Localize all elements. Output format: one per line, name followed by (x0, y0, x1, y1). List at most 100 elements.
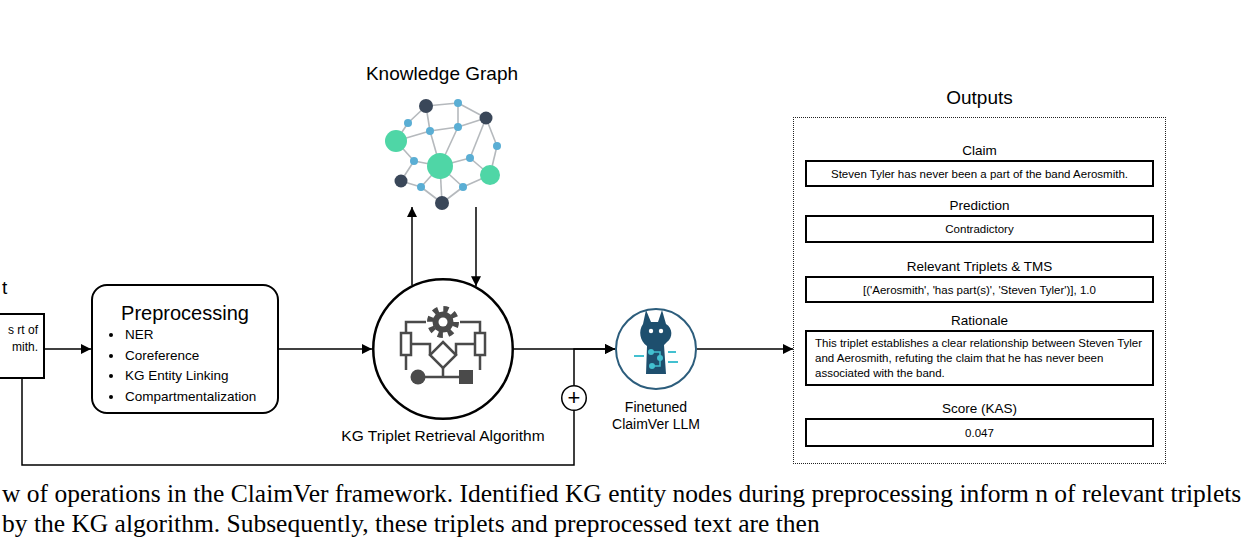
graph-edge (490, 146, 497, 175)
graph-node (395, 175, 408, 188)
graph-edge (440, 158, 470, 166)
field-heading: Rationale (951, 313, 1008, 328)
graph-edge (440, 127, 458, 166)
graph-node (426, 127, 434, 135)
circuit-line (634, 352, 678, 362)
graph-edge (442, 187, 463, 203)
graph-edge (440, 166, 463, 187)
graph-edge (396, 131, 430, 141)
panel-title: Outputs (946, 87, 1013, 109)
graph-node (417, 183, 425, 191)
flow-arrow (279, 348, 372, 350)
flow-arrow (411, 207, 413, 285)
output-field: PredictionContradictory (805, 215, 1154, 243)
flow-arrow (45, 348, 91, 350)
circuit-line (651, 352, 660, 366)
field-heading: Relevant Triplets & TMS (907, 259, 1052, 274)
flow-line (406, 344, 480, 377)
graph-node (435, 196, 449, 210)
graph-edge (458, 103, 486, 118)
circle-label: Finetuned ClaimVer LLM (601, 399, 711, 433)
circle-label: KG Triplet Retrieval Algorithm (341, 427, 544, 445)
graph-edge (421, 166, 440, 187)
graph-edge (414, 161, 440, 166)
graph-edge (421, 187, 442, 203)
gear-teeth (430, 309, 456, 335)
graph-teal-nodes (385, 130, 500, 185)
field-heading: Claim (962, 143, 997, 158)
circle-outline (562, 386, 587, 411)
bullet-item: Coreference (93, 346, 277, 367)
circle-outline (373, 279, 513, 419)
flow-square (459, 370, 473, 384)
flow-line (406, 322, 480, 333)
llama-head (640, 310, 671, 374)
graph-small-nodes (404, 99, 501, 191)
graph-edge (401, 161, 414, 181)
graph-edge (396, 141, 414, 161)
llama-eye (649, 329, 653, 333)
graph-node (410, 157, 418, 165)
field-value: Contradictory (945, 223, 1013, 235)
output-field: ClaimSteven Tyler has never been a part … (805, 160, 1154, 187)
graph-node (459, 183, 467, 191)
circuit-dot (649, 363, 655, 369)
llama-icon (634, 310, 678, 374)
output-field: RationaleThis triplet establishes a clea… (805, 330, 1154, 386)
gear-body (433, 312, 454, 333)
graph-dark-nodes (395, 99, 493, 210)
flow-diamond (430, 342, 456, 368)
field-heading: Score (KAS) (942, 401, 1017, 416)
output-field: Score (KAS)0.047 (805, 418, 1154, 447)
graph-node (493, 142, 501, 150)
graph-node (480, 112, 493, 125)
flow-box (401, 333, 411, 355)
graph-node (385, 130, 407, 152)
flow-arrow (574, 349, 615, 385)
field-value: Steven Tyler has never been a part of th… (831, 168, 1128, 180)
graph-edges (396, 103, 497, 203)
graph-edge (430, 127, 458, 131)
field-heading: Prediction (949, 198, 1009, 213)
circle-outline (616, 309, 696, 389)
graph-node (404, 119, 412, 127)
graph-edge (458, 118, 486, 127)
graph-edge (426, 106, 430, 131)
llm-circle: Finetuned ClaimVer LLM (615, 308, 697, 390)
graph-edge (457, 103, 459, 127)
flow-arrow (697, 348, 793, 350)
input-box: ts rt of mith. (0, 313, 45, 379)
flow-terminal (411, 370, 426, 385)
graph-edge (470, 118, 486, 158)
flow-box (475, 333, 485, 355)
input-heading: t (2, 277, 7, 299)
output-field: Relevant Triplets & TMS[('Aerosmith', 'h… (805, 276, 1154, 303)
bullet-item: Compartmentalization (93, 387, 277, 408)
graph-edge (463, 175, 490, 187)
circuit-dot (657, 355, 663, 361)
plus-sign: + (568, 387, 581, 409)
graph-edge (486, 118, 497, 146)
circle-outline-svg (615, 308, 697, 390)
graph-edge (396, 123, 408, 141)
flow-arrow (475, 207, 477, 286)
graph-edge (401, 181, 421, 187)
field-value: [('Aerosmith', 'has part(s)', 'Steven Ty… (863, 284, 1096, 296)
bullet-item: KG Entity Linking (93, 366, 277, 387)
input-text: s rt of mith. (6, 322, 38, 356)
graph-edge (470, 158, 490, 175)
circuit-dot (648, 349, 654, 355)
graph-edge (408, 106, 426, 123)
circle-outline-svg (372, 278, 514, 420)
graph-node (427, 153, 453, 179)
graph-edge (426, 103, 458, 106)
graph-edge (440, 166, 442, 203)
graph-node (480, 165, 500, 185)
outputs-panel: OutputsClaimSteven Tyler has never been … (793, 117, 1166, 464)
process-box: PreprocessingNERCoreferenceKG Entity Lin… (91, 284, 279, 414)
graph-node (419, 99, 433, 113)
field-value: 0.047 (965, 427, 994, 439)
box-title: Preprocessing (93, 301, 277, 325)
